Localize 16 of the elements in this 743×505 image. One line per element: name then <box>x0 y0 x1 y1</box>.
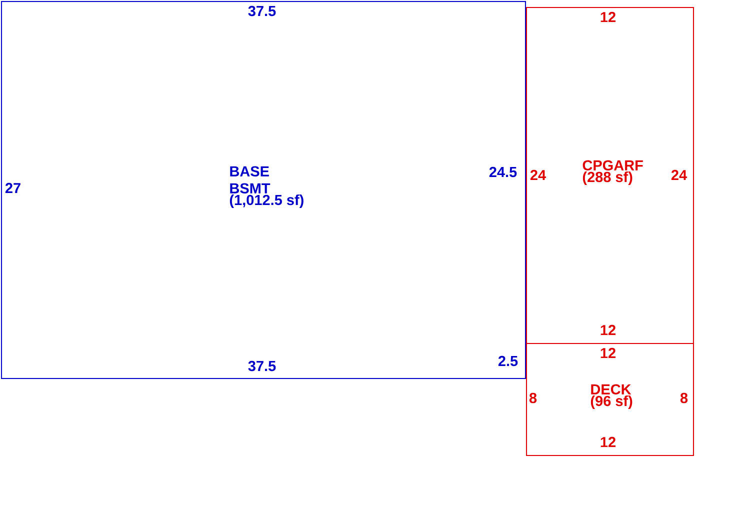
room-label: CPGARF (288 sf) <box>582 160 643 185</box>
dimension-label: 24.5 <box>489 166 517 178</box>
dimension-label: 37.5 <box>248 6 276 16</box>
dimension-label: 24 <box>671 170 687 180</box>
dimension-label: 37.5 <box>248 360 276 372</box>
room-label: BASE BSMT (1,012.5 sf) <box>230 166 304 208</box>
dimension-label: 12 <box>600 348 616 358</box>
dimension-label: 8 <box>680 392 688 404</box>
dimension-label: 12 <box>600 12 616 22</box>
dimension-label: 12 <box>600 436 616 448</box>
dimension-label: 24 <box>530 170 546 180</box>
dimension-label: 27 <box>5 182 20 194</box>
dimension-label: 8 <box>529 392 537 404</box>
room-label: DECK (96 sf) <box>590 384 632 409</box>
dimension-label: 12 <box>600 324 616 336</box>
dimension-label: 2.5 <box>498 356 518 366</box>
